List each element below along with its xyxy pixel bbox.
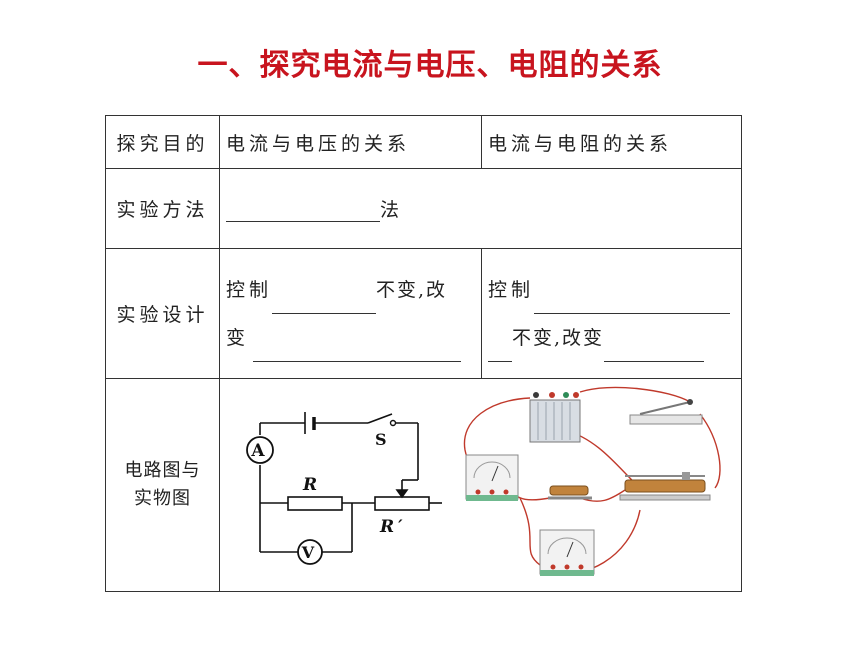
design-left: 控制 不变,改 变 [219,248,482,379]
design-right-blank1[interactable] [534,291,731,314]
diagram-label-line1: 电路图与 [124,460,201,481]
voltmeter-label: V [301,543,318,562]
experiment-table: 探究目的 电流与电压的关系 电流与电阻的关系 实验方法 法 实验设计 控制不变,… [105,115,742,592]
circuit-diagram [259,412,442,553]
method-cell: 法 [219,168,742,249]
design-right-control: 控制 [488,278,535,301]
label-design: 实验设计 [105,248,220,379]
design-right-blank3[interactable] [604,339,705,362]
ammeter-symbol [246,436,274,464]
method-suffix: 法 [380,199,404,221]
design-left-change: 变 [226,326,250,349]
purpose-resistance: 电流与电阻的关系 [481,115,742,169]
label-diagram: 电路图与 实物图 [105,378,220,592]
label-purpose: 探究目的 [105,115,220,169]
method-blank[interactable] [226,199,380,222]
resistor-label: R [302,475,321,495]
diagram-label-line2: 实物图 [134,488,191,509]
design-left-control: 控制 [226,278,273,301]
purpose-voltage: 电流与电压的关系 [219,115,482,169]
row-method: 实验方法 法 [105,168,742,249]
design-left-unchanged: 不变,改 [376,278,448,301]
row-diagram: 电路图与 实物图 [105,378,742,592]
voltmeter-symbol [297,539,323,565]
design-right: 控制 不变,改变 [481,248,742,379]
diagram-cell: A V S R R′ [219,378,742,592]
apparatus-drawing [463,386,721,576]
design-left-blank2[interactable] [253,339,462,362]
row-purpose: 探究目的 电流与电压的关系 电流与电阻的关系 [105,115,742,169]
row-design: 实验设计 控制 不变,改 变 控制 不变,改变 [105,248,742,379]
switch-label: S [375,430,391,449]
design-right-blank2[interactable] [488,339,512,362]
ammeter-label: A [250,441,268,461]
page-title: 一、探究电流与电压、电阻的关系 [197,48,663,83]
label-method: 实验方法 [105,168,220,249]
diagrams-svg: A V S R R′ [246,386,721,576]
design-right-unchanged: 不变,改变 [512,326,605,349]
rheostat-label: R′ [379,517,407,537]
design-left-blank1[interactable] [272,291,377,314]
